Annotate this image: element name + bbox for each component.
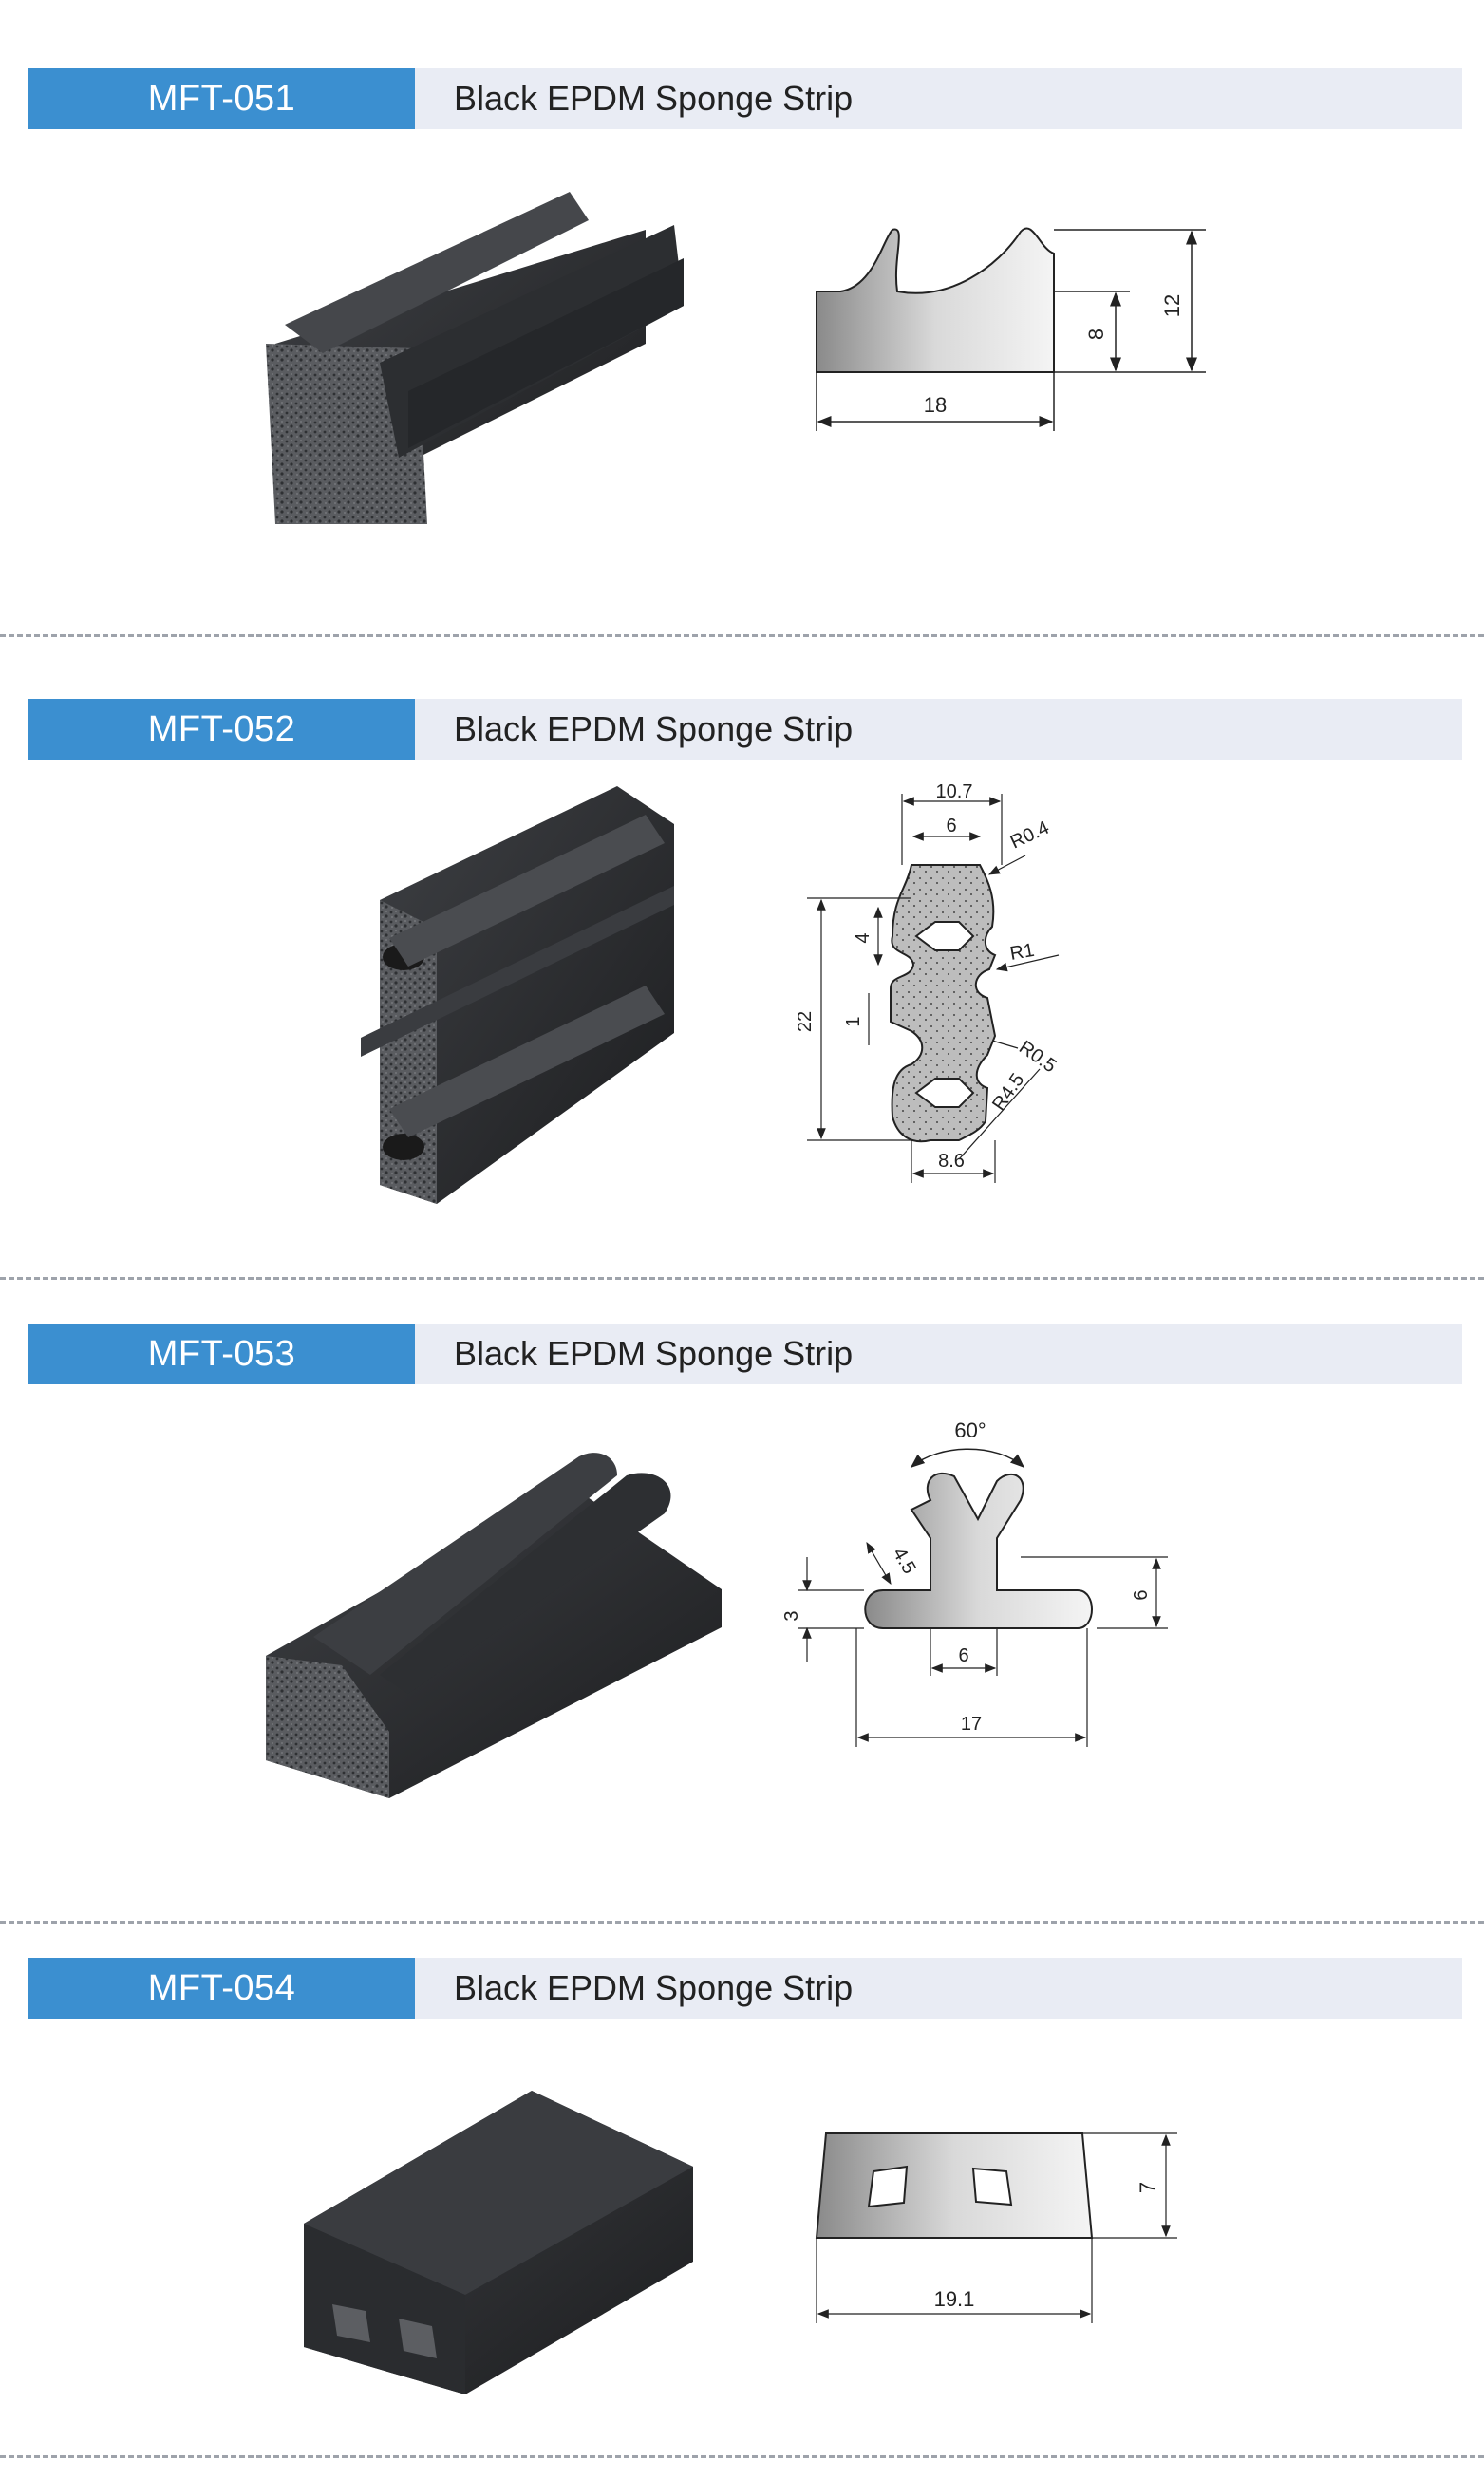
product-code: MFT-054 [28, 1958, 415, 2019]
product-title: Black EPDM Sponge Strip [454, 1334, 854, 1373]
profile-drawing: 7 19.1 [815, 2132, 1177, 2323]
product-section-2: MFT-052 Black EPDM Sponge Strip 10.7 6 2… [0, 699, 1484, 1268]
product-photo [304, 2091, 693, 2394]
dim-height: 22 [795, 1011, 816, 1032]
dim-height: 6 [1131, 1589, 1152, 1600]
dim-angle: 60° [954, 1418, 986, 1442]
product-title: Black EPDM Sponge Strip [454, 709, 854, 748]
dim-width: 19.1 [934, 2287, 975, 2311]
dim-h2: 1 [843, 1016, 864, 1026]
product-photo [361, 786, 674, 1204]
product-code: MFT-052 [28, 699, 415, 760]
section-divider [0, 2455, 1484, 2458]
dim-top: 10.7 [936, 784, 973, 802]
dim-width: 17 [961, 1714, 982, 1735]
dim-r1: R0.4 [1007, 817, 1053, 854]
product-section-3: MFT-053 Black EPDM Sponge Strip 60° 4.5 … [0, 1324, 1484, 1893]
dim-height-inner: 8 [1084, 329, 1108, 340]
product-code: MFT-053 [28, 1324, 415, 1384]
dim-r2: R1 [1008, 940, 1036, 965]
dim-height-outer: 12 [1160, 294, 1184, 317]
dim-h1: 4 [853, 932, 873, 943]
dim-height: 7 [1136, 2182, 1159, 2193]
section-divider [0, 1921, 1484, 1924]
dim-base: 3 [781, 1610, 802, 1621]
product-photo [266, 1453, 722, 1798]
product-header: MFT-054 Black EPDM Sponge Strip [28, 1958, 1462, 2019]
profile-drawing: 10.7 6 22 4 1 R0.4 R1 R0.5 R4.5 8.6 [795, 784, 1060, 1183]
product-header: MFT-052 Black EPDM Sponge Strip [28, 699, 1462, 760]
dim-arm: 4.5 [889, 1545, 920, 1578]
dim-bottom: 8.6 [938, 1151, 965, 1172]
dim-width: 18 [924, 393, 947, 417]
dim-inner: 6 [946, 816, 956, 836]
dim-r4: R4.5 [988, 1070, 1028, 1115]
product-header: MFT-051 Black EPDM Sponge Strip [28, 68, 1462, 129]
product-header: MFT-053 Black EPDM Sponge Strip [28, 1324, 1462, 1384]
product-code: MFT-051 [28, 68, 415, 129]
profile-drawing: 18 12 8 [816, 227, 1206, 431]
product-section-1: MFT-051 Black EPDM Sponge Strip 18 12 8 [0, 68, 1484, 638]
section-divider [0, 634, 1484, 637]
profile-drawing: 60° 4.5 3 6 6 17 [781, 1418, 1168, 1747]
product-title: Black EPDM Sponge Strip [454, 79, 854, 118]
dim-stem: 6 [958, 1645, 968, 1666]
product-title: Black EPDM Sponge Strip [454, 1968, 854, 2007]
product-section-4: MFT-054 Black EPDM Sponge Strip 7 19.1 [0, 1958, 1484, 2470]
product-photo [266, 192, 684, 524]
section-divider [0, 1277, 1484, 1280]
